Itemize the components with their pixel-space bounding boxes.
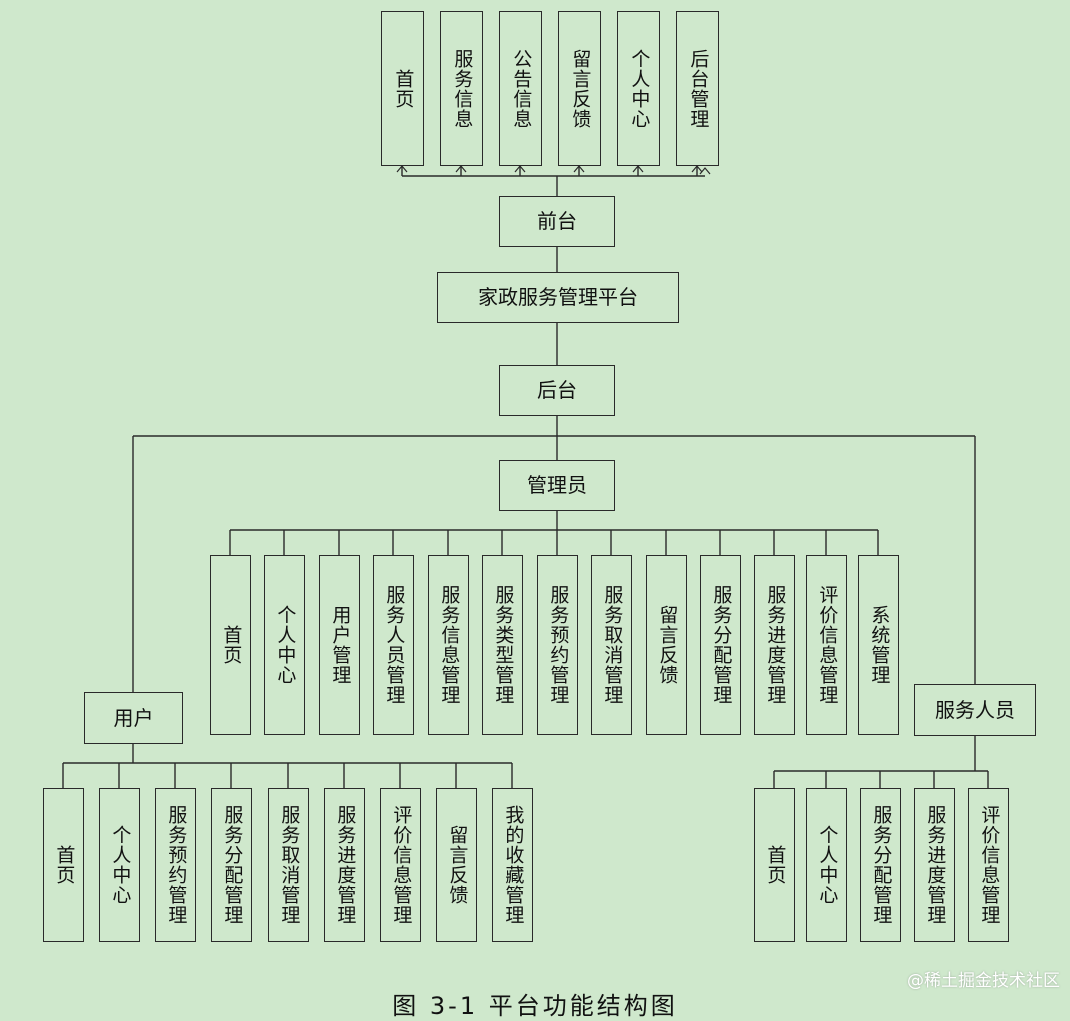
user-item-booking-mgmt: 服务预约管理 bbox=[155, 788, 196, 942]
user-item-review-mgmt: 评价信息管理 bbox=[380, 788, 421, 942]
arrow-up-icon bbox=[632, 165, 644, 173]
watermark: @稀土掘金技术社区 bbox=[907, 971, 1060, 991]
staff-item-progress-mgmt: 服务进度管理 bbox=[914, 788, 955, 942]
admin-item-cancel-mgmt: 服务取消管理 bbox=[591, 555, 632, 735]
structure-diagram: 首页 服务信息 公告信息 留言反馈 个人中心 后台管理 前台 家政服务管理平台 … bbox=[43, 11, 1060, 1020]
user-item-cancel-mgmt: 服务取消管理 bbox=[268, 788, 309, 942]
staff-item-assign-mgmt: 服务分配管理 bbox=[860, 788, 901, 942]
front-item-feedback: 留言反馈 bbox=[558, 11, 601, 166]
admin-item-feedback: 留言反馈 bbox=[646, 555, 687, 735]
arrow-up-icon bbox=[396, 165, 408, 173]
admin-item-assign-mgmt: 服务分配管理 bbox=[700, 555, 741, 735]
arrow-up-icon bbox=[691, 165, 703, 173]
user-item-personal: 个人中心 bbox=[99, 788, 140, 942]
platform-box: 家政服务管理平台 bbox=[437, 272, 679, 323]
admin-item-home: 首页 bbox=[210, 555, 251, 735]
front-item-backend-mgmt: 后台管理 bbox=[676, 11, 719, 166]
user-box: 用户 bbox=[84, 692, 183, 744]
front-item-notice: 公告信息 bbox=[499, 11, 542, 166]
admin-item-service-info-mgmt: 服务信息管理 bbox=[428, 555, 469, 735]
admin-item-progress-mgmt: 服务进度管理 bbox=[754, 555, 795, 735]
user-item-assign-mgmt: 服务分配管理 bbox=[211, 788, 252, 942]
admin-box: 管理员 bbox=[499, 460, 615, 511]
admin-item-review-mgmt: 评价信息管理 bbox=[806, 555, 847, 735]
arrow-up-icon bbox=[514, 165, 526, 173]
backend-box: 后台 bbox=[499, 365, 615, 416]
staff-item-review-mgmt: 评价信息管理 bbox=[968, 788, 1009, 942]
user-item-home: 首页 bbox=[43, 788, 84, 942]
staff-item-home: 首页 bbox=[754, 788, 795, 942]
admin-item-user-mgmt: 用户管理 bbox=[319, 555, 360, 735]
frontend-box: 前台 bbox=[499, 196, 615, 247]
user-item-progress-mgmt: 服务进度管理 bbox=[324, 788, 365, 942]
front-item-personal: 个人中心 bbox=[617, 11, 660, 166]
admin-item-personal: 个人中心 bbox=[264, 555, 305, 735]
arrow-up-icon bbox=[573, 165, 585, 173]
arrow-up-icon bbox=[699, 167, 711, 175]
figure-caption: 图 3-1 平台功能结构图 bbox=[392, 992, 678, 1020]
user-item-favorites-mgmt: 我的收藏管理 bbox=[492, 788, 533, 942]
staff-box: 服务人员 bbox=[914, 684, 1036, 736]
admin-item-service-type-mgmt: 服务类型管理 bbox=[482, 555, 523, 735]
admin-item-staff-mgmt: 服务人员管理 bbox=[373, 555, 414, 735]
arrow-up-icon bbox=[455, 165, 467, 173]
user-item-feedback: 留言反馈 bbox=[436, 788, 477, 942]
staff-item-personal: 个人中心 bbox=[806, 788, 847, 942]
connector-lines bbox=[62, 165, 989, 788]
admin-item-system-mgmt: 系统管理 bbox=[858, 555, 899, 735]
front-item-service-info: 服务信息 bbox=[440, 11, 483, 166]
front-item-home: 首页 bbox=[381, 11, 424, 166]
admin-item-booking-mgmt: 服务预约管理 bbox=[537, 555, 578, 735]
